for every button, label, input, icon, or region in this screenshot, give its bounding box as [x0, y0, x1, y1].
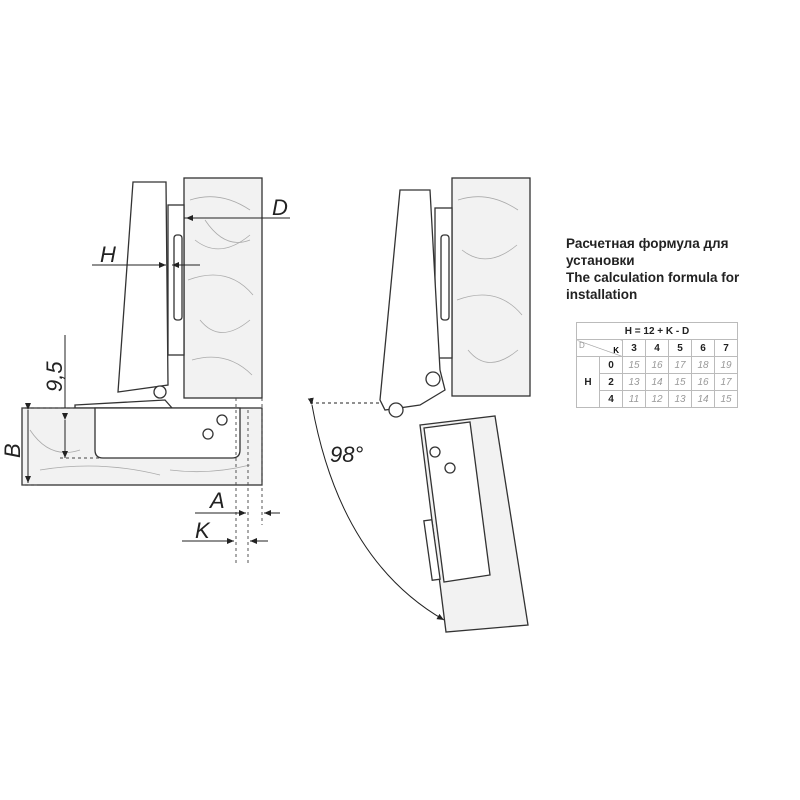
left-side-panel	[183, 177, 263, 399]
caption-en-line1: The calculation formula for	[566, 270, 740, 285]
table-row: H 0 15 16 17 18 19	[576, 356, 738, 408]
cell: 12	[645, 390, 669, 408]
cell: 18	[691, 356, 715, 374]
wood-grain	[187, 196, 254, 376]
cell: 15	[714, 390, 738, 408]
caption-ru-line2: установки	[566, 253, 635, 268]
cell: 11	[622, 390, 646, 408]
formula-caption: Расчетная формула для установки The calc…	[566, 235, 766, 303]
corner-k: K	[613, 346, 619, 355]
label-b: B	[0, 443, 25, 458]
label-k: K	[195, 518, 211, 543]
caption-ru-line1: Расчетная формула для	[566, 236, 729, 251]
label-9-5: 9,5	[42, 361, 67, 392]
caption-en-line2: installation	[566, 287, 638, 302]
k-value: 7	[714, 339, 738, 357]
cell: 16	[645, 356, 669, 374]
cell: 15	[668, 373, 692, 391]
corner-cell: D K	[576, 339, 623, 357]
label-d: D	[272, 195, 288, 220]
opening-angle-arc	[307, 397, 445, 621]
cell: 16	[691, 373, 715, 391]
cell: 13	[668, 390, 692, 408]
formula-table: H = 12 + K - D D K 3 4 5 6 7 H 0 15 16 1…	[576, 322, 738, 408]
cell: 14	[691, 390, 715, 408]
row-group-h: H	[576, 356, 600, 408]
cell: 17	[714, 373, 738, 391]
label-a: A	[208, 488, 225, 513]
cell: 19	[714, 356, 738, 374]
cell: 14	[645, 373, 669, 391]
formula-header: H = 12 + K - D	[576, 322, 738, 340]
row-label: 4	[599, 390, 623, 408]
hinge-cup	[94, 407, 241, 459]
label-h: H	[100, 242, 116, 267]
corner-d: D	[579, 341, 585, 350]
table-row: 2 13 14 15 16 17	[577, 373, 738, 391]
k-value: 4	[645, 339, 669, 357]
cell: 17	[668, 356, 692, 374]
table-row: 4 11 12 13 14 15	[577, 390, 738, 408]
cell: 13	[622, 373, 646, 391]
k-value: 5	[668, 339, 692, 357]
k-value: 6	[691, 339, 715, 357]
right-side-panel	[451, 177, 531, 397]
cell: 15	[622, 356, 646, 374]
row-label: 2	[599, 373, 623, 391]
label-angle: 98°	[330, 442, 363, 467]
row-label: 0	[599, 356, 623, 374]
k-value: 3	[622, 339, 646, 357]
hinge-arm	[117, 181, 169, 393]
